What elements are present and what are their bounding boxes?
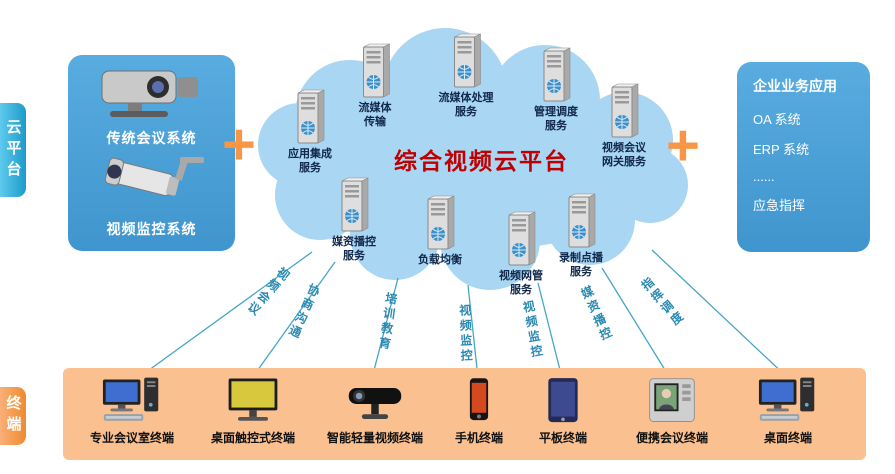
- connection-line: [137, 251, 313, 379]
- tablet-icon: [548, 378, 578, 423]
- terminal-band: [63, 368, 866, 460]
- server-icon: [453, 33, 481, 88]
- business-app-item: OA 系统: [753, 112, 801, 127]
- service-load-balancing: 负载均衡: [418, 194, 462, 268]
- connection-line: [537, 282, 563, 379]
- service-label: 管理调度 服务: [534, 106, 578, 132]
- terminal-conference-room: 专业会议室终端: [90, 372, 174, 446]
- mobile-phone-icon: [469, 378, 489, 421]
- cloud-platform-title: 综合视频云平台: [394, 148, 569, 174]
- service-label: 流媒体处理 服务: [438, 92, 494, 118]
- terminal-tablet: 平板终端: [539, 372, 587, 446]
- service-media-asset-control: 媒资播控 服务: [332, 176, 376, 264]
- terminal-mobile-phone: 手机终端: [455, 372, 503, 446]
- cloud-platform-side-label: 云平台: [0, 103, 26, 197]
- business-apps-panel: 企业业务应用 OA 系统 ERP 系统 ...... 应急指挥: [737, 62, 870, 252]
- terminal-smart-video: 智能轻量视频终端: [327, 372, 423, 446]
- service-streaming-transport: 流媒体 传输: [359, 42, 392, 130]
- server-icon: [297, 89, 325, 144]
- service-video-network-mgmt: 视频网管 服务: [499, 210, 543, 298]
- conference-camera-icon: [101, 70, 198, 117]
- connection-line: [467, 284, 479, 379]
- connection-line: [371, 277, 399, 379]
- terminal-label: 桌面终端: [763, 431, 812, 445]
- connection-line: [601, 267, 671, 379]
- terminal-label: 智能轻量视频终端: [326, 431, 424, 445]
- business-apps-title: 企业业务应用: [753, 78, 837, 94]
- server-icon: [508, 211, 536, 266]
- desktop-computer-icon: [102, 377, 159, 421]
- service-label: 视频会议 网关服务: [602, 142, 646, 168]
- surveillance-camera-icon: [104, 156, 204, 196]
- service-label: 媒资播控 服务: [332, 236, 376, 262]
- touch-monitor-icon: [228, 378, 278, 421]
- service-management-scheduling: 管理调度 服务: [534, 46, 578, 134]
- service-record-vod: 录制点播 服务: [559, 192, 603, 280]
- smart-camera-icon: [348, 388, 402, 419]
- plus-sign-left: +: [222, 112, 256, 177]
- desktop-computer-icon: [758, 377, 815, 421]
- service-label: 录制点播 服务: [559, 252, 603, 278]
- service-label: 流媒体 传输: [358, 102, 392, 128]
- server-icon: [568, 193, 596, 248]
- terminal-label: 桌面触控式终端: [210, 431, 296, 445]
- terminal-side-label: 终端: [0, 387, 26, 445]
- service-label: 视频网管 服务: [499, 270, 543, 296]
- terminal-label: 专业会议室终端: [89, 431, 175, 445]
- connection-label-surveillance-1: 视频监控: [457, 303, 474, 365]
- legacy-conference-label: 传统会议系统: [106, 130, 197, 147]
- service-app-integration: 应用集成 服务: [288, 88, 332, 176]
- portable-conference-icon: [649, 378, 695, 422]
- terminal-label: 平板终端: [538, 431, 588, 445]
- legacy-surveillance-label: 视频监控系统: [106, 221, 197, 238]
- service-label: 负载均衡: [418, 254, 462, 266]
- terminal-portable-conference: 便携会议终端: [636, 372, 708, 446]
- server-icon: [362, 43, 390, 98]
- service-conference-gateway: 视频会议 网关服务: [602, 82, 646, 170]
- connection-line: [251, 261, 336, 379]
- terminal-label: 便携会议终端: [635, 431, 709, 445]
- server-icon: [611, 83, 639, 138]
- plus-sign-right: +: [666, 113, 700, 178]
- connection-lines: [137, 249, 789, 379]
- business-app-item: ......: [753, 169, 775, 184]
- service-label: 应用集成 服务: [288, 148, 332, 174]
- server-icon: [543, 47, 571, 102]
- server-icon: [427, 195, 455, 250]
- legacy-systems-panel: 传统会议系统 视频监控系统: [68, 55, 235, 251]
- service-streaming-processing: 流媒体处理 服务: [439, 32, 494, 120]
- terminal-desktop: 桌面终端: [758, 372, 818, 446]
- business-app-item: 应急指挥: [753, 198, 806, 213]
- business-app-item: ERP 系统: [753, 142, 810, 157]
- server-icon: [341, 177, 369, 232]
- connection-line: [651, 249, 789, 379]
- terminal-touch-desktop: 桌面触控式终端: [211, 372, 295, 446]
- terminal-label: 手机终端: [454, 431, 504, 445]
